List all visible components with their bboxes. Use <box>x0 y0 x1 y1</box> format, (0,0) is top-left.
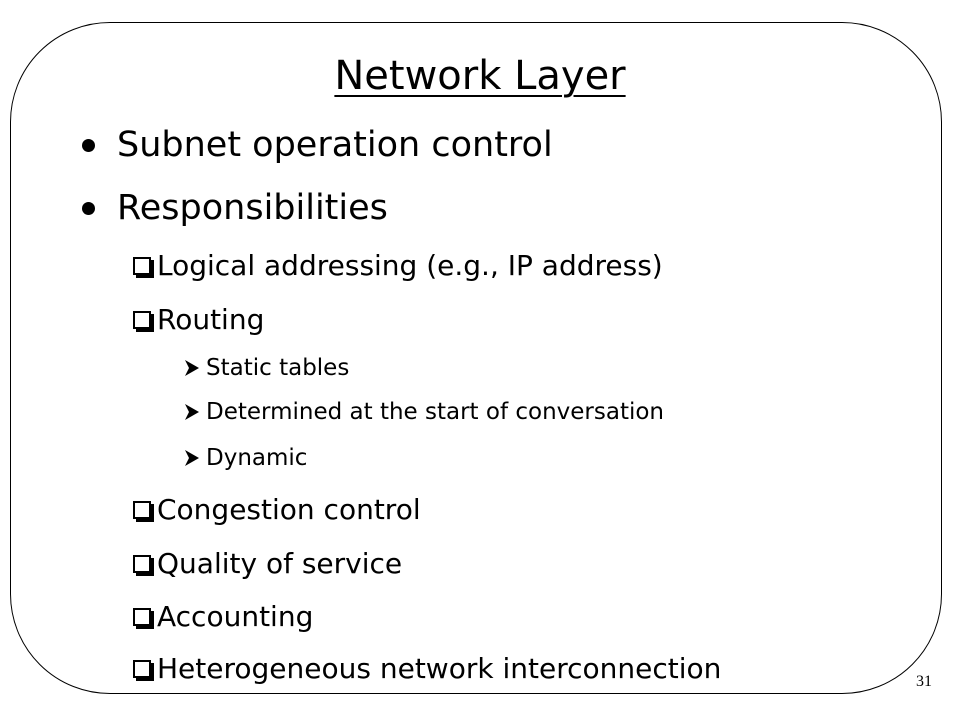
bullet-text: Dynamic <box>206 445 308 471</box>
bullet-text: Routing <box>157 303 265 336</box>
bullet-item: Congestion control <box>133 492 421 528</box>
bullet-text: Congestion control <box>157 493 421 526</box>
bullet-text: Determined at the start of conversation <box>206 399 665 425</box>
bullet-item: Dynamic <box>184 443 307 473</box>
checkbox-bullet-icon <box>133 311 154 332</box>
slide-title: Network Layer <box>334 53 626 99</box>
bullet-text: Logical addressing (e.g., IP address) <box>157 249 663 282</box>
bullet-item: Heterogeneous network interconnection <box>133 651 721 687</box>
bullet-text: Heterogeneous network interconnection <box>157 652 722 685</box>
bullet-item: Logical addressing (e.g., IP address) <box>133 248 663 284</box>
bullet-item: Subnet operation control <box>82 123 553 167</box>
bullet-text: Quality of service <box>157 547 403 580</box>
arrowhead-bullet-icon <box>184 448 200 468</box>
page-number: 31 <box>916 673 932 690</box>
bullet-item: Determined at the start of conversation <box>184 397 664 427</box>
bullet-item: Accounting <box>133 599 313 635</box>
bullet-text: Static tables <box>206 355 350 381</box>
bullet-dot-icon <box>82 201 95 215</box>
bullet-item: Static tables <box>184 353 349 383</box>
bullet-item: Responsibilities <box>82 186 388 230</box>
checkbox-bullet-icon <box>133 660 154 681</box>
arrowhead-bullet-icon <box>184 358 200 378</box>
bullet-text: Accounting <box>157 600 314 633</box>
slide-frame <box>10 22 942 694</box>
bullet-item: Routing <box>133 302 264 338</box>
bullet-item: Quality of service <box>133 546 402 582</box>
arrowhead-bullet-icon <box>184 402 200 422</box>
checkbox-bullet-icon <box>133 608 154 629</box>
checkbox-bullet-icon <box>133 257 154 278</box>
checkbox-bullet-icon <box>133 501 154 522</box>
bullet-text: Subnet operation control <box>117 125 553 165</box>
checkbox-bullet-icon <box>133 555 154 576</box>
bullet-dot-icon <box>82 138 95 152</box>
bullet-text: Responsibilities <box>117 188 388 228</box>
